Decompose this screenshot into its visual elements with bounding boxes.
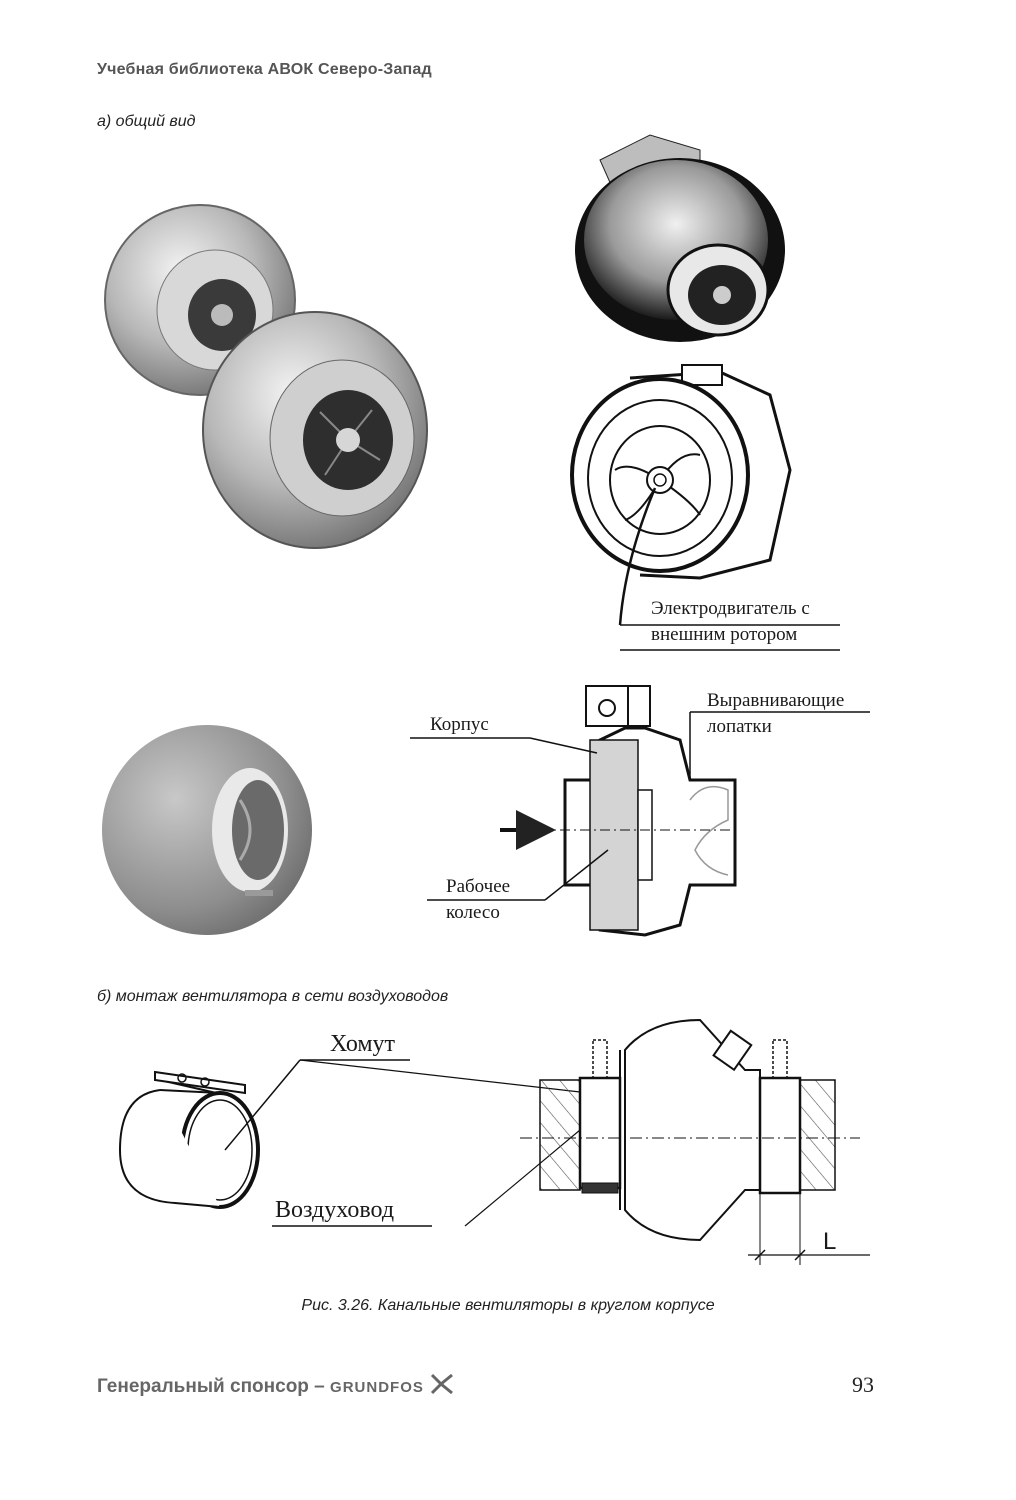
vanes-label-line1: Выравнивающие [707, 690, 845, 711]
clamp-drawing [118, 1059, 581, 1227]
grey-round-fan-photo [102, 725, 312, 935]
running-header: Учебная библиотека АВОК Северо-Запад [97, 61, 432, 78]
fan-section-drawing [410, 685, 870, 937]
motor-label-line2: внешним ротором [651, 624, 798, 645]
page-number: 93 [852, 1372, 874, 1397]
installation-drawing [520, 1018, 870, 1265]
section-b-title: б) монтаж вентилятора в сети воздуховодо… [97, 988, 449, 1005]
sponsor-text: Генеральный спонсор – [97, 1376, 325, 1397]
motor-label-line1: Электродвигатель с [651, 598, 810, 619]
dark-duct-fan-photo [575, 134, 785, 342]
dimension-L-label: L [823, 1228, 837, 1255]
twin-duct-fans-photo [104, 204, 428, 549]
wheel-label-line2: колесо [446, 902, 500, 923]
duct-label: Воздуховод [275, 1197, 395, 1223]
vanes-label-line2: лопатки [707, 716, 772, 737]
section-a-title: а) общий вид [97, 113, 196, 130]
wheel-label-line1: Рабочее [446, 876, 511, 897]
figure-caption: Рис. 3.26. Канальные вентиляторы в кругл… [301, 1297, 715, 1314]
brand-name: GRUNDFOS [330, 1379, 424, 1396]
clamp-label: Хомут [330, 1031, 396, 1057]
footer-sponsor: Генеральный спонсор – GRUNDFOS [97, 1373, 455, 1398]
fan-line-drawing [570, 364, 840, 651]
grundfos-logo-icon [429, 1373, 455, 1397]
korpus-label: Корпус [430, 714, 489, 735]
